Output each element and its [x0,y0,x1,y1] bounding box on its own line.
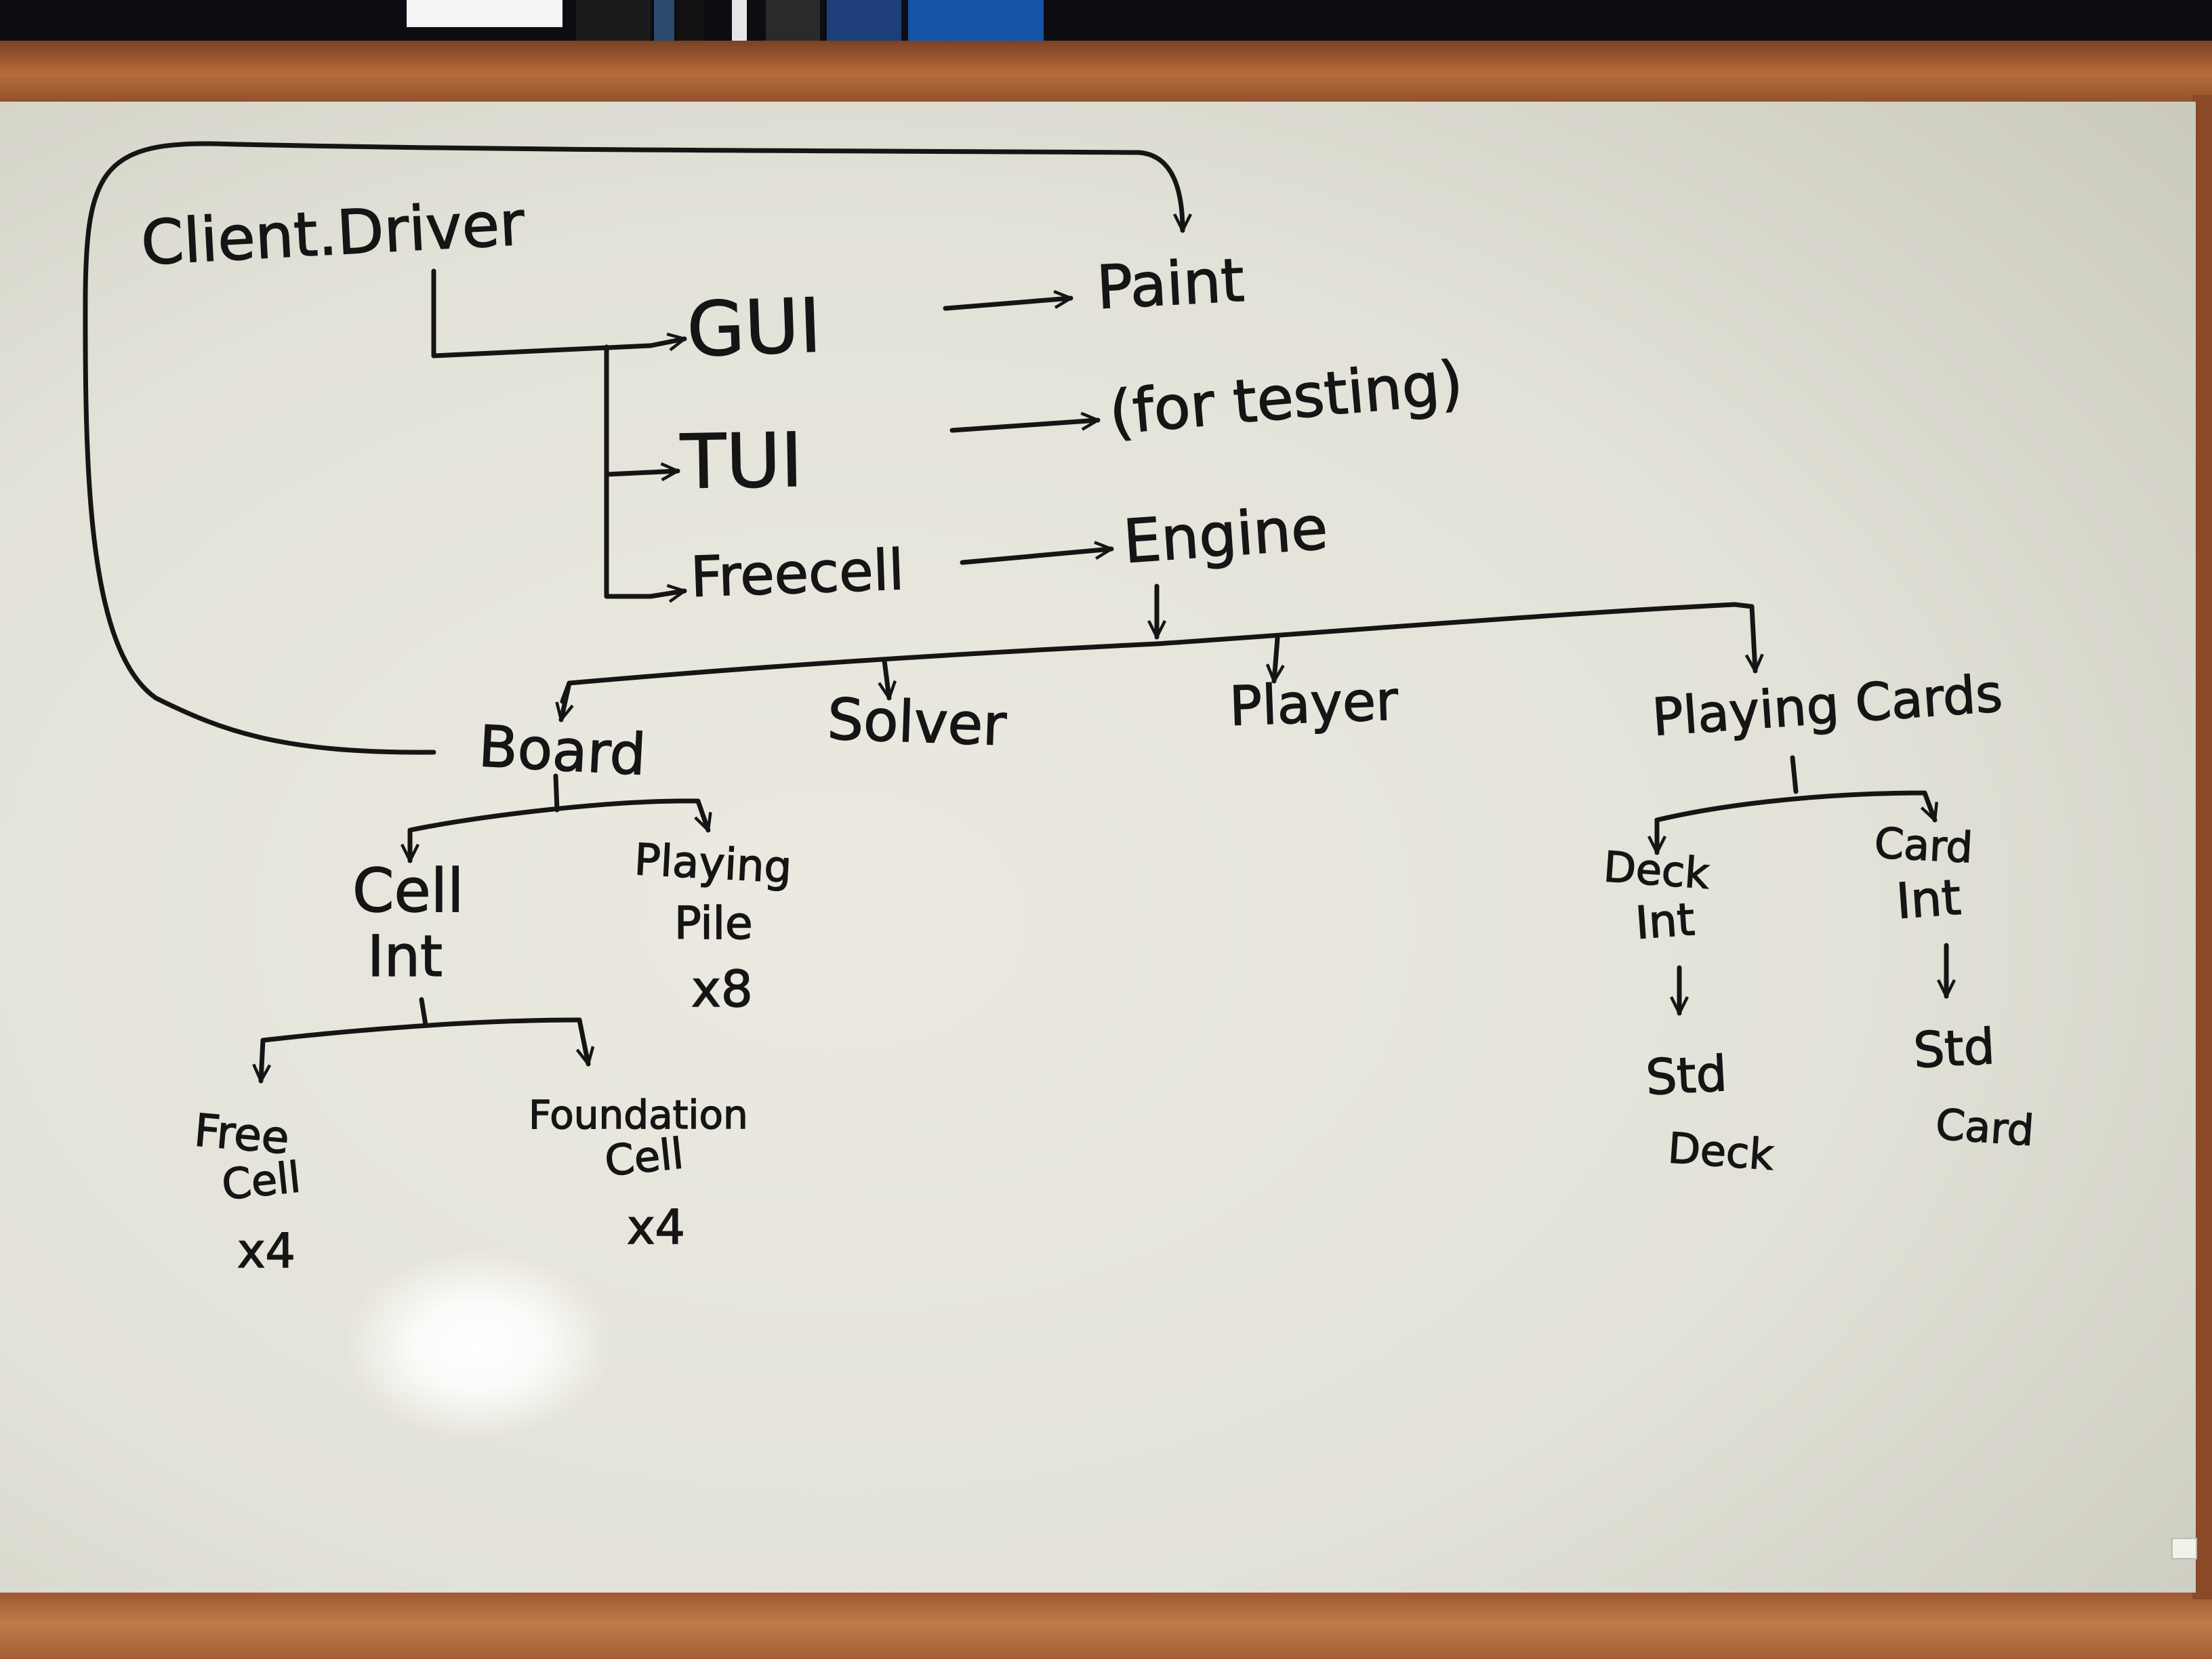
node-solver: Solver [826,686,1008,758]
connector-freecell-to-engine [960,549,1111,565]
connector-board-stem [553,773,560,813]
node-free-cell-line1: Free [192,1104,291,1164]
frame-top [0,41,2212,108]
frame-bottom [0,1589,2212,1659]
connector-driver-to-tui [604,471,678,474]
node-foundation-cell-line3: x4 [627,1200,685,1255]
node-paint: Paint [1095,245,1246,323]
node-playing-pile-line1: Playing [633,835,793,893]
node-deck-int-line1: Deck [1602,842,1711,899]
connector-cell-stem [419,997,428,1027]
connector-board-to-paint [83,141,1183,755]
node-std-deck-line2: Deck [1666,1123,1776,1180]
connector-to-card-int [1925,790,1935,820]
node-card-int-line2: Int [1894,869,1963,930]
node-playing-pile-line3: x8 [691,960,753,1019]
connector-tui-to-testing [949,420,1098,433]
node-deck-int-line2: Int [1634,893,1696,949]
node-cell-int-line1: Cell [352,856,464,926]
connector-to-board [561,680,569,720]
connector-to-playing-cards [1732,602,1755,671]
connector-engine-bracket [560,602,1738,704]
connector-driver-trunk [604,344,653,599]
node-board: Board [477,713,648,788]
connector-board-bracket [407,798,701,833]
connector-to-foundation-cell [579,1017,588,1064]
node-player: Player [1228,669,1399,738]
connector-to-solver [884,658,889,698]
connector-cards-bracket [1654,790,1927,823]
node-free-cell-line2: Cell [220,1152,303,1210]
connector-driver-to-freecell [648,591,684,596]
node-cell-int-line2: Int [367,923,443,989]
node-std-deck-line1: Std [1644,1045,1728,1106]
node-freecell: Freecell [689,538,905,610]
diagram-connectors [83,141,1946,1081]
node-foundation-cell-line1: Foundation [529,1092,748,1138]
connector-to-free-cell [261,1038,263,1081]
connector-to-playing-pile [698,798,708,830]
node-foundation-cell-line2: Cell [602,1128,686,1186]
connector-gui-to-paint [943,298,1071,311]
node-std-card-line1: Std [1912,1018,1996,1079]
bookshelf [407,0,1044,41]
node-gui: GUI [685,282,823,373]
node-tui: TUI [679,417,803,506]
node-engine: Engine [1121,493,1330,577]
marker-tray-corner [2171,1538,2197,1559]
whiteboard-surface [0,102,2196,1593]
node-playing-pile-line2: Pile [674,897,753,949]
connector-cell-bracket [260,1017,582,1043]
node-card-int-line1: Card [1873,818,1974,872]
node-std-card-line2: Card [1934,1099,2036,1155]
connector-driver-main [431,268,653,359]
connector-to-player [1274,636,1277,681]
diagram-labels: Client.Driver GUI Paint TUI (for testing… [139,188,2036,1279]
connector-cards-stem [1790,755,1799,794]
connector-driver-to-gui [648,339,684,346]
node-free-cell-line3: x4 [237,1223,295,1279]
light-glare [342,1250,613,1440]
